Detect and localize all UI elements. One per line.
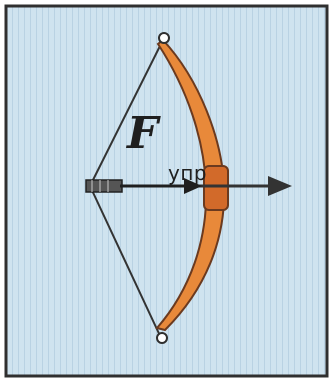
bow-tip-bottom (157, 333, 167, 343)
force-symbol: F (127, 112, 158, 156)
arrow-fletching (86, 180, 122, 192)
bow-grip (204, 166, 228, 210)
bow-tip-top (159, 33, 169, 43)
force-subscript: упр (168, 163, 207, 183)
